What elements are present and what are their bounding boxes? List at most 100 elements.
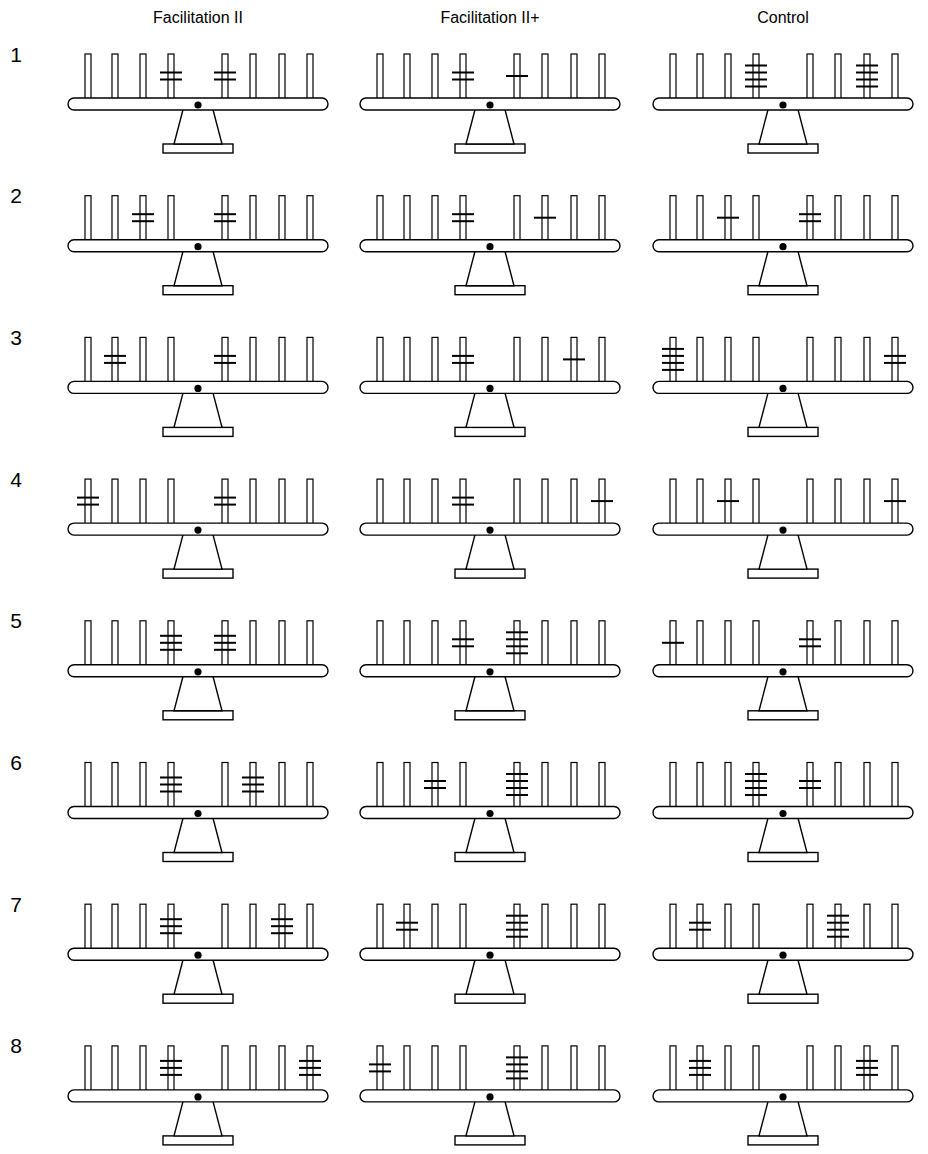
balance-scale <box>653 196 913 295</box>
peg <box>250 337 256 382</box>
peg <box>168 196 174 241</box>
scale-beam <box>360 523 620 535</box>
peg <box>460 337 466 382</box>
balance-scale <box>653 479 913 578</box>
peg <box>140 479 146 524</box>
weight <box>506 645 528 647</box>
weight <box>160 791 182 793</box>
peg <box>460 54 466 99</box>
peg <box>222 479 228 524</box>
row-number: 8 <box>10 1035 22 1056</box>
weight <box>452 504 474 506</box>
weight <box>506 773 528 775</box>
peg <box>404 621 410 666</box>
peg <box>222 196 228 241</box>
pivot-dot <box>194 1093 201 1100</box>
peg <box>514 1046 520 1091</box>
weight <box>452 72 474 74</box>
peg <box>892 54 898 99</box>
peg <box>753 763 759 808</box>
scale-base <box>748 427 818 436</box>
weight <box>452 497 474 499</box>
pivot-dot <box>194 243 201 250</box>
peg <box>753 54 759 99</box>
peg <box>807 54 813 99</box>
pivot-dot <box>194 527 201 534</box>
weight <box>214 497 236 499</box>
peg <box>377 763 383 808</box>
scale-base <box>455 853 525 862</box>
scale-beam <box>653 523 913 535</box>
peg <box>835 904 841 949</box>
scale-beam <box>360 665 620 677</box>
weight <box>214 79 236 81</box>
weight <box>104 362 126 364</box>
pivot-dot <box>779 527 786 534</box>
peg <box>85 763 91 808</box>
peg <box>222 904 228 949</box>
peg <box>460 479 466 524</box>
scale-beam <box>68 98 328 110</box>
peg <box>377 54 383 99</box>
row-number: 2 <box>10 185 22 206</box>
balance-scale <box>360 196 620 295</box>
peg <box>697 337 703 382</box>
weight <box>160 72 182 74</box>
peg <box>112 1046 118 1091</box>
peg <box>279 1046 285 1091</box>
peg <box>460 904 466 949</box>
pivot-dot <box>194 385 201 392</box>
peg <box>250 1046 256 1091</box>
weight <box>884 362 906 364</box>
weight <box>856 79 878 81</box>
peg <box>140 54 146 99</box>
weight <box>799 220 821 222</box>
pivot-dot <box>486 527 493 534</box>
peg <box>250 479 256 524</box>
pivot-dot <box>486 668 493 675</box>
peg <box>250 621 256 666</box>
peg <box>599 763 605 808</box>
peg <box>377 621 383 666</box>
peg <box>670 54 676 99</box>
peg <box>404 763 410 808</box>
peg <box>753 621 759 666</box>
peg <box>140 196 146 241</box>
peg <box>85 479 91 524</box>
scale-base <box>748 286 818 295</box>
peg <box>377 479 383 524</box>
weight <box>662 642 684 644</box>
weight <box>827 915 849 917</box>
row-number: 4 <box>10 469 22 490</box>
weight <box>160 642 182 644</box>
scale-base <box>455 569 525 578</box>
peg <box>835 479 841 524</box>
balance-scale <box>653 621 913 720</box>
peg <box>670 904 676 949</box>
scale-base <box>163 994 233 1003</box>
peg <box>725 54 731 99</box>
weight <box>689 1074 711 1076</box>
peg <box>697 904 703 949</box>
weight <box>856 65 878 67</box>
weight <box>214 72 236 74</box>
weight <box>591 500 613 502</box>
weight <box>242 784 264 786</box>
peg <box>514 337 520 382</box>
weight <box>799 213 821 215</box>
peg <box>670 763 676 808</box>
scale-beam <box>653 240 913 252</box>
weight <box>369 1063 391 1065</box>
peg <box>460 763 466 808</box>
scale-beam <box>360 98 620 110</box>
scale-beam <box>653 948 913 960</box>
weight <box>745 787 767 789</box>
peg <box>85 1046 91 1091</box>
balance-scale <box>68 479 328 578</box>
scale-beam <box>360 381 620 393</box>
peg <box>892 763 898 808</box>
weight <box>856 72 878 74</box>
scale-beam <box>360 807 620 819</box>
column-heading: Facilitation II <box>153 10 243 26</box>
peg <box>892 904 898 949</box>
